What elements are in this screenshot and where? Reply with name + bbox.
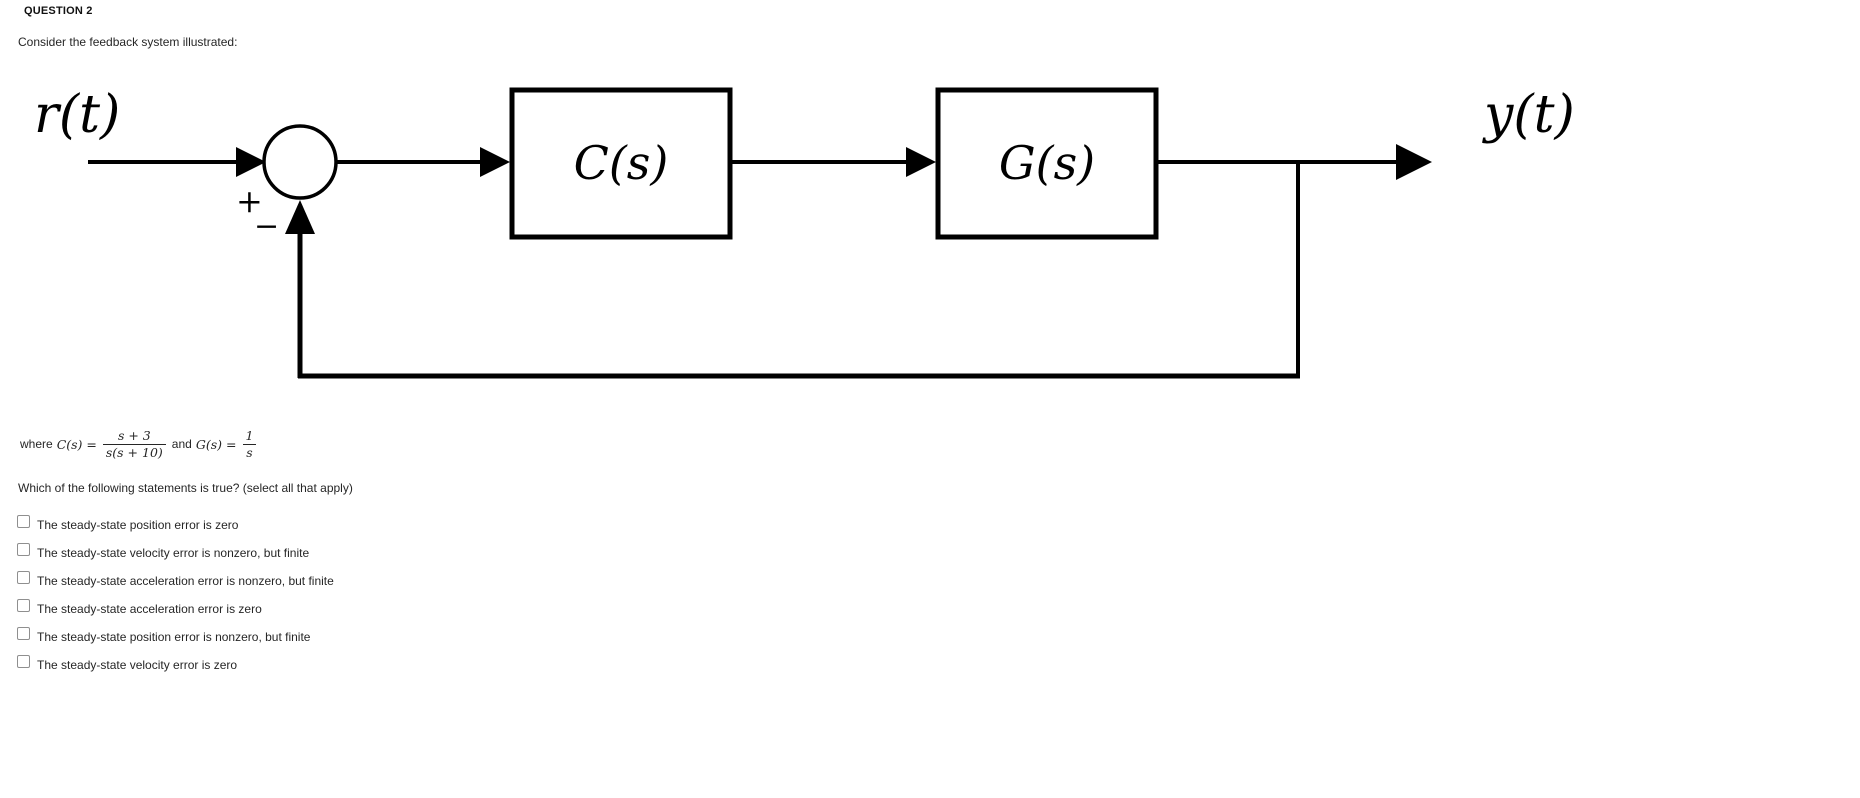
sum-minus-sign: −: [254, 209, 279, 244]
option-label-4[interactable]: The steady-state acceleration error is z…: [37, 602, 262, 616]
arrowhead-input-icon: [236, 147, 266, 177]
question-title: QUESTION 2: [24, 5, 93, 17]
formula-connector: and: [171, 437, 192, 452]
formula-g-lhs: G(s) =: [195, 436, 237, 452]
formula-prefix: where: [20, 437, 53, 452]
formula-c-lhs: C(s) =: [56, 436, 97, 452]
formula-g-denominator: s: [243, 443, 256, 461]
feedback-block-diagram: r(t) + − C(s) G(s) y(t): [34, 85, 1575, 379]
formula-c-denominator: s(s + 10): [102, 443, 166, 461]
input-signal-label: r(t): [34, 85, 120, 145]
summing-junction: [262, 124, 338, 200]
formula-g-numerator: 1: [245, 428, 254, 443]
option-label-1[interactable]: The steady-state position error is zero: [37, 518, 239, 532]
option-checkbox-6[interactable]: [17, 655, 30, 668]
formula-c-numerator: s + 3: [117, 428, 151, 443]
answer-options-list: The steady-state position error is zero …: [17, 515, 334, 672]
option-checkbox-5[interactable]: [17, 627, 30, 640]
option-checkbox-2[interactable]: [17, 543, 30, 556]
plant-block-label: G(s): [999, 136, 1095, 190]
question-intro: Consider the feedback system illustrated…: [18, 35, 238, 49]
formula-c-fraction: s + 3 s(s + 10): [102, 428, 166, 461]
answer-option-row[interactable]: The steady-state position error is zero: [17, 515, 334, 532]
question-prompt: Which of the following statements is tru…: [18, 481, 353, 495]
answer-option-row[interactable]: The steady-state acceleration error is z…: [17, 599, 334, 616]
option-checkbox-4[interactable]: [17, 599, 30, 612]
answer-option-row[interactable]: The steady-state acceleration error is n…: [17, 571, 334, 588]
formula-g-fraction: 1 s: [242, 428, 256, 460]
output-signal-label: y(t): [1482, 85, 1575, 145]
arrowhead-output-icon: [1396, 144, 1432, 180]
answer-option-row[interactable]: The steady-state velocity error is nonze…: [17, 543, 334, 560]
option-label-6[interactable]: The steady-state velocity error is zero: [37, 658, 238, 672]
option-checkbox-3[interactable]: [17, 571, 30, 584]
arrowhead-c-icon: [480, 147, 510, 177]
option-label-2[interactable]: The steady-state velocity error is nonze…: [37, 546, 310, 560]
option-label-5[interactable]: The steady-state position error is nonze…: [37, 630, 311, 644]
answer-option-row[interactable]: The steady-state velocity error is zero: [17, 655, 334, 672]
option-checkbox-1[interactable]: [17, 515, 30, 528]
controller-block-label: C(s): [574, 136, 669, 190]
arrowhead-feedback-icon: [285, 200, 315, 234]
arrowhead-g-icon: [906, 147, 936, 177]
option-label-3[interactable]: The steady-state acceleration error is n…: [37, 574, 334, 588]
sum-plus-sign: +: [236, 182, 263, 220]
answer-option-row[interactable]: The steady-state position error is nonze…: [17, 627, 334, 644]
transfer-function-definition: where C(s) = s + 3 s(s + 10) and G(s) = …: [18, 428, 260, 460]
